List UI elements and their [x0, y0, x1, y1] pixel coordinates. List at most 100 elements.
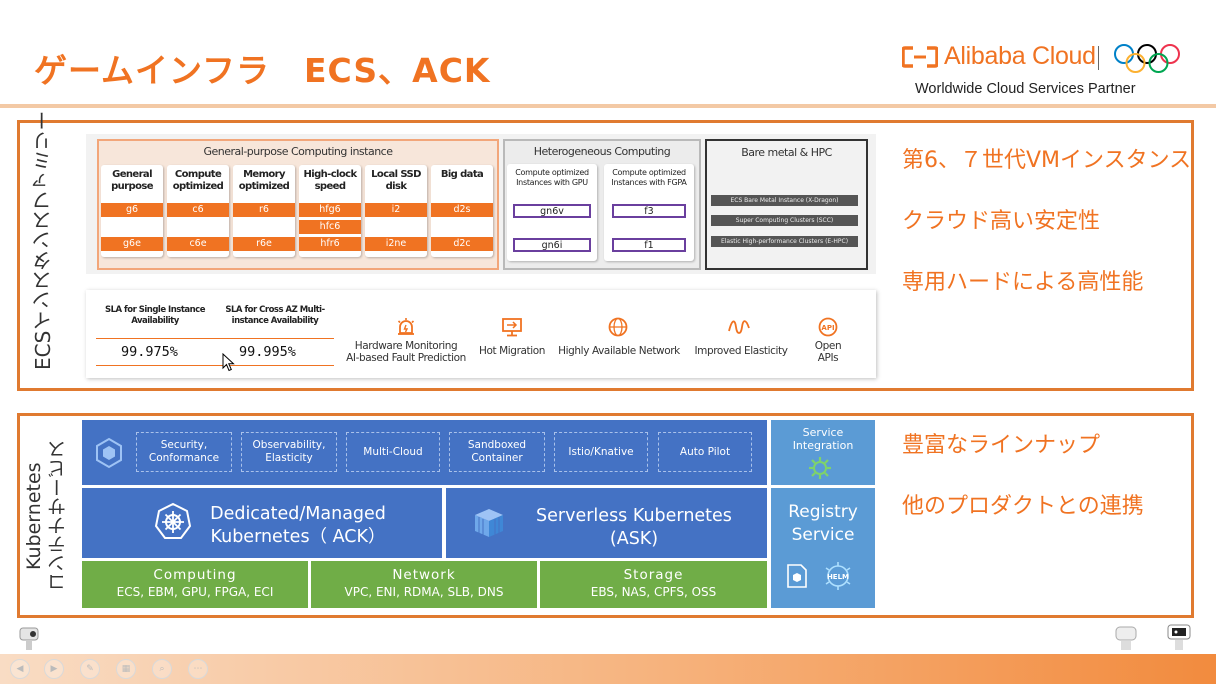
- more-options-button[interactable]: ⋯: [188, 659, 208, 679]
- instance-chip[interactable]: i2: [365, 203, 427, 217]
- ecs-bullet: クラウド高い安定性: [902, 209, 1101, 234]
- previous-slide-button[interactable]: ◀: [10, 659, 30, 679]
- slides-grid-button[interactable]: ▦: [116, 659, 136, 679]
- baremetal-item[interactable]: Super Computing Clusters (SCC): [711, 215, 858, 226]
- sla-crossaz-label: SLA for Cross AZ Multi-instance Availabi…: [225, 305, 325, 326]
- feature-label: Improved Elasticity: [694, 345, 788, 357]
- pen-tool-button[interactable]: ✎: [80, 659, 100, 679]
- sla-panel: [86, 290, 876, 378]
- feature-label: Highly Available Network: [558, 345, 680, 357]
- sla-single-label: SLA for Single Instance Availability: [104, 305, 206, 326]
- k8s-feature-multicloud: Multi-Cloud: [346, 432, 440, 472]
- k8s-feature-observability: Observability, Elasticity: [241, 432, 337, 472]
- column-header: Compute optimized Instances with GPU: [515, 168, 589, 187]
- k8s-feature-istio: Istio/Knative: [554, 432, 648, 472]
- network-sub: VPC, ENI, RDMA, SLB, DNS: [344, 585, 504, 599]
- instance-chip[interactable]: r6e: [233, 237, 295, 251]
- instance-column-bigdata: Big data d2s d2c: [431, 165, 493, 257]
- fpga-column: Compute optimized Instances with FGPA f3…: [604, 164, 694, 261]
- k8s-feature-autopilot: Auto Pilot: [658, 432, 752, 472]
- helm-label: HELM: [827, 573, 849, 581]
- instance-chip[interactable]: hfc6: [299, 220, 361, 234]
- instance-column-memory: Memory optimized r6 r6e: [233, 165, 295, 257]
- mouse-cursor-icon: [222, 353, 235, 372]
- elasticity-icon: [728, 320, 750, 334]
- column-header: Compute optimized Instances with FGPA: [611, 168, 687, 187]
- instance-chip[interactable]: f3: [612, 204, 686, 218]
- monitor-icon: [502, 318, 522, 337]
- instance-chip[interactable]: i2ne: [365, 237, 427, 251]
- registry-service-box: [771, 488, 875, 608]
- tagline: Worldwide Cloud Services Partner: [915, 81, 1136, 97]
- feature-label: Hot Migration: [478, 345, 546, 357]
- instance-chip[interactable]: gn6v: [513, 204, 591, 218]
- feature-label: Hardware Monitoring AI-based Fault Predi…: [346, 340, 466, 364]
- network-box: Network VPC, ENI, RDMA, SLB, DNS: [311, 561, 537, 608]
- baremetal-item[interactable]: Elastic High-performance Clusters (E-HPC…: [711, 236, 858, 247]
- instance-chip[interactable]: d2s: [431, 203, 493, 217]
- instance-chip[interactable]: hfg6: [299, 203, 361, 217]
- baremetal-title: Bare metal & HPC: [741, 146, 832, 159]
- sla-divider: [96, 365, 334, 366]
- k8s-feature-bar: [82, 420, 767, 485]
- computing-title: Computing: [153, 567, 237, 583]
- instance-chip[interactable]: r6: [233, 203, 295, 217]
- svg-text:API: API: [821, 324, 834, 332]
- integration-gear-icon: [809, 457, 831, 479]
- instance-chip[interactable]: g6e: [101, 237, 163, 251]
- header-divider: [0, 104, 1216, 108]
- service-integration-label: Service Integration: [792, 426, 854, 452]
- instance-chip[interactable]: g6: [101, 203, 163, 217]
- kubernetes-helm-icon: [154, 502, 192, 539]
- zoom-button[interactable]: ⌕: [152, 659, 172, 679]
- instance-chip[interactable]: hfr6: [299, 237, 361, 251]
- feature-label: Open APIs: [814, 340, 842, 364]
- k8s-bullet: 豊富なラインナップ: [902, 433, 1101, 458]
- container-icon: [475, 509, 503, 537]
- k8s-label-line2: コンテナサービス: [47, 440, 69, 592]
- slide-title: ゲームインフラ ECS、ACK: [34, 51, 491, 90]
- gpu-column: Compute optimized Instances with GPU gn6…: [507, 164, 597, 261]
- alibaba-cloud-logo-icon: [902, 46, 938, 68]
- network-title: Network: [392, 567, 456, 583]
- sla-divider: [96, 338, 334, 339]
- sla-single-value: 99.975%: [121, 344, 178, 360]
- logo-text: Alibaba Cloud: [944, 42, 1096, 70]
- column-header: High-clock speed: [303, 169, 357, 192]
- ask-label: Serverless Kubernetes (ASK): [536, 506, 732, 549]
- instance-chip[interactable]: c6: [167, 203, 229, 217]
- ecs-section-frame: [17, 120, 1194, 391]
- instance-column-ssd: Local SSD disk i2 i2ne: [365, 165, 427, 257]
- k8s-feature-sandboxed: Sandboxed Container: [449, 432, 545, 472]
- instance-chip[interactable]: c6e: [167, 237, 229, 251]
- k8s-feature-security: Security, Conformance: [136, 432, 232, 472]
- helm-icon: HELM: [825, 562, 851, 590]
- instance-chip[interactable]: d2c: [431, 237, 493, 251]
- instance-chip[interactable]: gn6i: [513, 238, 591, 252]
- column-header: Local SSD disk: [371, 169, 421, 192]
- storage-title: Storage: [623, 567, 684, 583]
- logo-separator: [1098, 46, 1099, 70]
- api-icon: API: [818, 317, 838, 337]
- registry-file-icon: [787, 564, 807, 588]
- ecs-bullet: 専用ハードによる高性能: [902, 270, 1144, 295]
- computing-box: Computing ECS, EBM, GPU, FPGA, ECI: [82, 561, 308, 608]
- ecs-section-label: ECSインスタンスファミリー: [31, 110, 55, 370]
- cube-network-icon: [96, 437, 122, 469]
- k8s-bullet: 他のプロダクトとの連携: [902, 494, 1144, 519]
- ack-label: Dedicated/Managed Kubernetes（ ACK）: [210, 504, 386, 547]
- instance-chip[interactable]: f1: [612, 238, 686, 252]
- alarm-icon: [397, 318, 415, 335]
- instance-column-general: General purpose g6 g6e: [101, 165, 163, 257]
- sla-crossaz-value: 99.995%: [239, 344, 296, 360]
- bottom-bar: [0, 654, 1216, 684]
- k8s-section-frame: [17, 413, 1194, 618]
- robot-mascot-icon: [19, 627, 39, 650]
- baremetal-item[interactable]: ECS Bare Metal Instance (X-Dragon): [711, 195, 858, 206]
- column-header: Compute optimized: [172, 169, 224, 192]
- instance-column-compute: Compute optimized c6 c6e: [167, 165, 229, 257]
- instance-column-highclock: High-clock speed hfg6 hfc6 hfr6: [299, 165, 361, 257]
- next-slide-button[interactable]: ▶: [44, 659, 64, 679]
- ack-box: [82, 488, 442, 558]
